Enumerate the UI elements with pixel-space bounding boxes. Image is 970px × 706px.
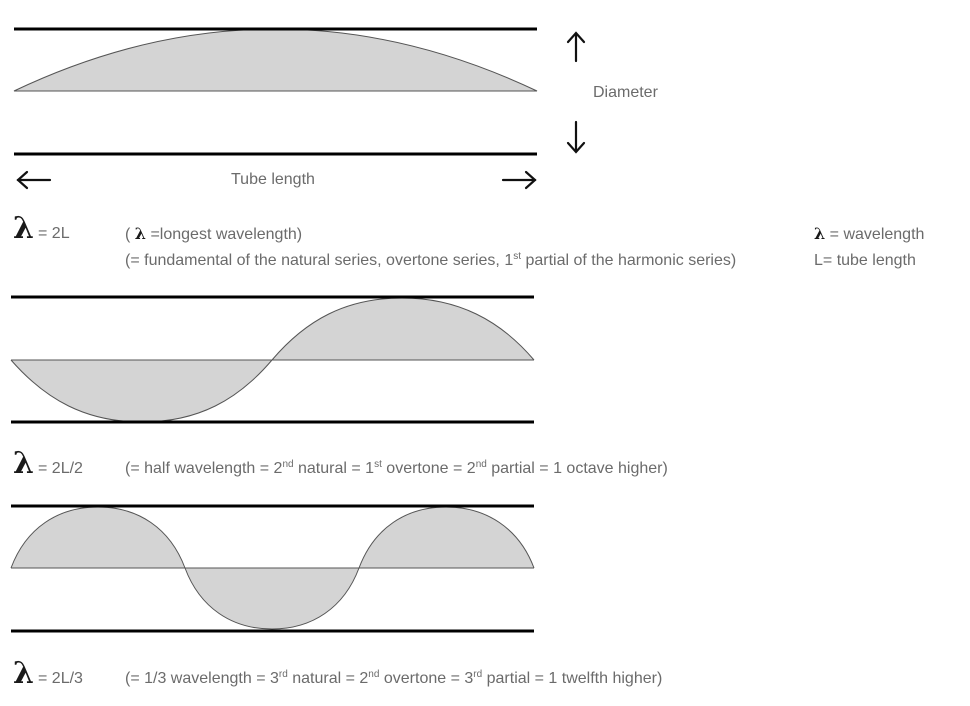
tube-second-mode xyxy=(10,295,535,424)
lambda-symbol: λ xyxy=(13,656,35,691)
wave-fill-second-lower xyxy=(11,360,272,422)
wave-fill-third-b xyxy=(185,568,359,629)
legend-tube-length: L= tube length xyxy=(814,252,916,269)
description-fundamental-detail: (= fundamental of the natural series, ov… xyxy=(125,251,737,270)
lambda-symbol: λ xyxy=(13,211,35,246)
formula-third: = 2L/3 xyxy=(38,670,83,687)
tube-length-label: Tube length xyxy=(231,171,315,188)
wave-fill-third-a xyxy=(11,507,185,568)
left-arrow-icon xyxy=(16,170,52,190)
lambda-symbol: λ xyxy=(13,446,35,481)
diameter-label: Diameter xyxy=(593,84,658,101)
wave-fill-fundamental xyxy=(13,28,538,92)
description-second: (= half wavelength = 2nd natural = 1st o… xyxy=(125,459,668,478)
formula-fundamental: = 2L xyxy=(38,225,70,242)
description-fundamental: ( λ =longest wavelength) xyxy=(125,224,303,244)
description-third: (= 1/3 wavelength = 3rd natural = 2nd ov… xyxy=(125,669,663,688)
wave-fill-third-c xyxy=(359,507,534,568)
wave-fill-second-upper xyxy=(272,298,534,360)
legend-wavelength: λ = wavelength xyxy=(814,224,925,244)
up-arrow-icon xyxy=(566,31,586,63)
right-arrow-icon xyxy=(501,170,537,190)
tube-third-mode xyxy=(10,504,535,633)
tube-fundamental xyxy=(13,27,538,156)
formula-second: = 2L/2 xyxy=(38,460,83,477)
down-arrow-icon xyxy=(566,120,586,154)
